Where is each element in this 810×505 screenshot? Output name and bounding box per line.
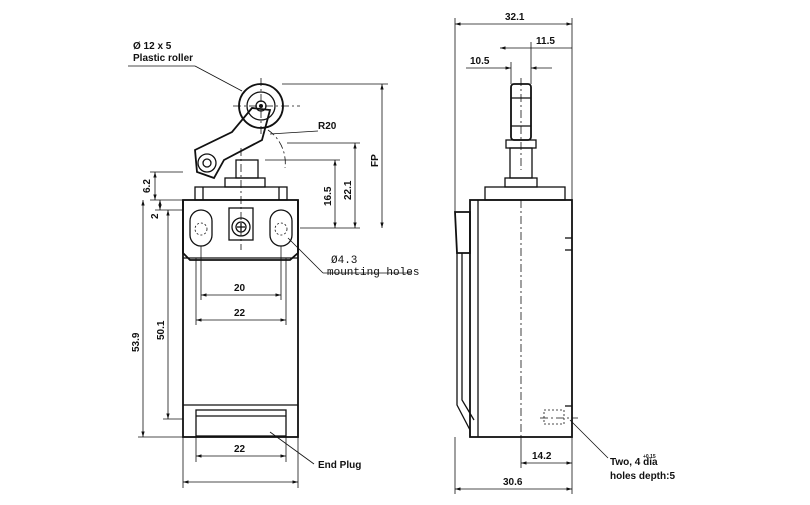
dim-22-1: 22.1 [343,180,354,200]
side-view [454,78,578,438]
front-dimensions [138,83,388,488]
dim-30-6: 30.6 [503,477,523,488]
front-view [182,78,300,438]
side-dimensions [454,18,573,494]
dim-32-1: 32.1 [505,12,525,23]
dim-22-bottom: 22 [234,444,246,455]
lever-arm [194,107,272,180]
dim-10-5: 10.5 [470,56,490,67]
roller-size-label: Ø 12 x 5 [133,41,172,52]
end-plug [195,409,287,437]
dim-6-2: 6.2 [142,179,153,193]
side-holes-tolerance: +0.15 [643,454,656,460]
end-plug-label: End Plug [318,460,361,471]
dim-20: 20 [234,283,246,294]
dim-53-9: 53.9 [131,332,142,352]
hole-label: mounting holes [327,267,419,279]
side-holes-label: Two, 4 dia [610,457,658,468]
side-front-plate [454,211,471,254]
dim-22-top: 22 [234,308,246,319]
hole-dia-label: Ø4.3 [331,255,357,267]
dim-fp: FP [370,154,381,167]
dim-14-2: 14.2 [532,451,552,462]
mounting-slot-right [269,209,293,247]
front-head [182,200,299,261]
dim-50-1: 50.1 [156,320,167,340]
mounting-slot-left [189,209,213,247]
dim-11-5: 11.5 [536,36,555,47]
side-holes-depth: holes depth:5 [610,471,675,482]
roller-material-label: Plastic roller [133,53,193,64]
r20-label: R20 [318,121,337,132]
dim-16-5: 16.5 [323,186,334,206]
dim-2: 2 [150,213,161,219]
